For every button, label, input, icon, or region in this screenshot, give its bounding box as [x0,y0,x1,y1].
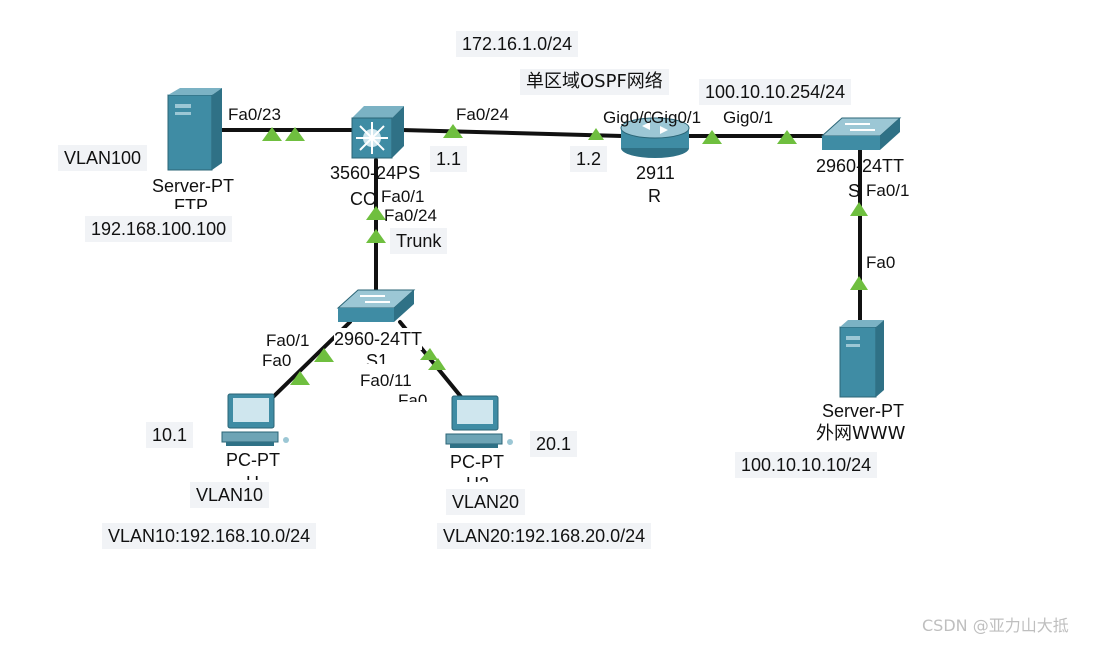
pc1-ip-label: 10.1 [146,422,194,448]
link-up-indicator [443,124,463,138]
wan-gateway-label: 100.10.10.254/24 [699,79,852,105]
pc1-name-label: H [246,472,259,480]
ospf-area-label: 单区域OSPF网络 [520,69,669,95]
ftp-server-icon[interactable] [167,88,222,171]
edge-www-port-label: Fa0/1 [866,181,910,200]
edge-switch-model-label: 2960-24TT [816,156,905,176]
router-icon[interactable] [620,117,690,158]
edge-switch-name-label: S [848,181,861,201]
pc2-name-label: H2 [466,473,489,482]
access-pc1-port-label: Fa0/1 [266,331,310,350]
edge-switch-icon[interactable] [820,117,902,150]
edge-switch-port-label: Gig0/1 [723,108,774,127]
router-model-label: 2911 [636,163,675,183]
pc2-icon[interactable] [445,395,513,448]
link-up-indicator [777,130,797,144]
access-switch-icon[interactable] [336,289,416,322]
core-ip-label: 1.1 [430,146,468,172]
link-up-indicator [285,127,305,141]
link-up-indicator [262,127,282,141]
watermark: CSDN @亚力山大抵 [922,616,1069,635]
links [218,128,862,400]
pc2-port-label: Fa0 [398,391,428,402]
www-server-name-label: 外网WWW [816,423,906,444]
access-switch-name-label: S1 [366,351,389,364]
pc2-type-label: PC-PT [450,452,504,472]
core-switch-name-label: CO [350,189,377,209]
vlan10-subnet-label: VLAN10:192.168.10.0/24 [102,523,317,549]
link-up-indicator [428,358,446,370]
link-up-indicator [290,371,310,385]
access-switch-model-label: 2960-24TT [334,328,423,350]
pc2-vlan-label: VLAN20 [446,489,526,515]
link-up-indicator [420,348,438,360]
link-up-indicator [850,276,868,290]
ftp-server-type-label: Server-PT [152,176,235,196]
www-port-label: Fa0 [866,253,896,272]
www-server-icon[interactable] [839,320,884,398]
access-uplink-port-label: Fa0/24 [384,206,437,221]
ftp-vlan-label: VLAN100 [58,145,148,171]
core-switch-model-label: 3560-24PS [330,163,421,183]
link-core-router[interactable] [400,128,624,138]
pc1-port-label: Fa0 [262,351,292,366]
trunk-label: Trunk [390,228,448,254]
router-name-label: R [648,186,661,206]
link-status-indicators [262,124,868,385]
access-pc2-port-label: Fa0/11 [360,370,412,392]
pc2-ip-label: 20.1 [530,431,578,457]
link-up-indicator [366,206,386,220]
pc1-type-label: PC-PT [226,450,280,470]
pc1-icon[interactable] [221,393,289,446]
link-up-indicator [588,128,604,140]
www-ip-label: 100.10.10.10/24 [735,452,878,478]
core-switch-icon[interactable] [351,106,404,159]
vlan20-subnet-label: VLAN20:192.168.20.0/24 [437,523,652,549]
ftp-ip-label: 192.168.100.100 [85,216,233,242]
www-server-type-label: Server-PT [822,401,905,421]
ftp-server-name-label: FTP [174,196,208,209]
core-router-port-label: Fa0/24 [456,105,509,124]
link-up-indicator [702,130,722,144]
ftp-core-port-label: Fa0/23 [228,105,281,124]
core-access-port-label: Fa0/1 [381,186,425,208]
router-lan-port-label: Gig0/0 [603,108,651,127]
top-subnet-label: 172.16.1.0/24 [456,31,579,57]
link-up-indicator [850,202,868,216]
link-up-indicator [314,348,334,362]
router-ip-label: 1.2 [570,146,608,172]
pc1-vlan-label: VLAN10 [190,482,270,508]
link-up-indicator [366,229,386,243]
router-wan-port-label: Gig0/1 [651,108,702,127]
